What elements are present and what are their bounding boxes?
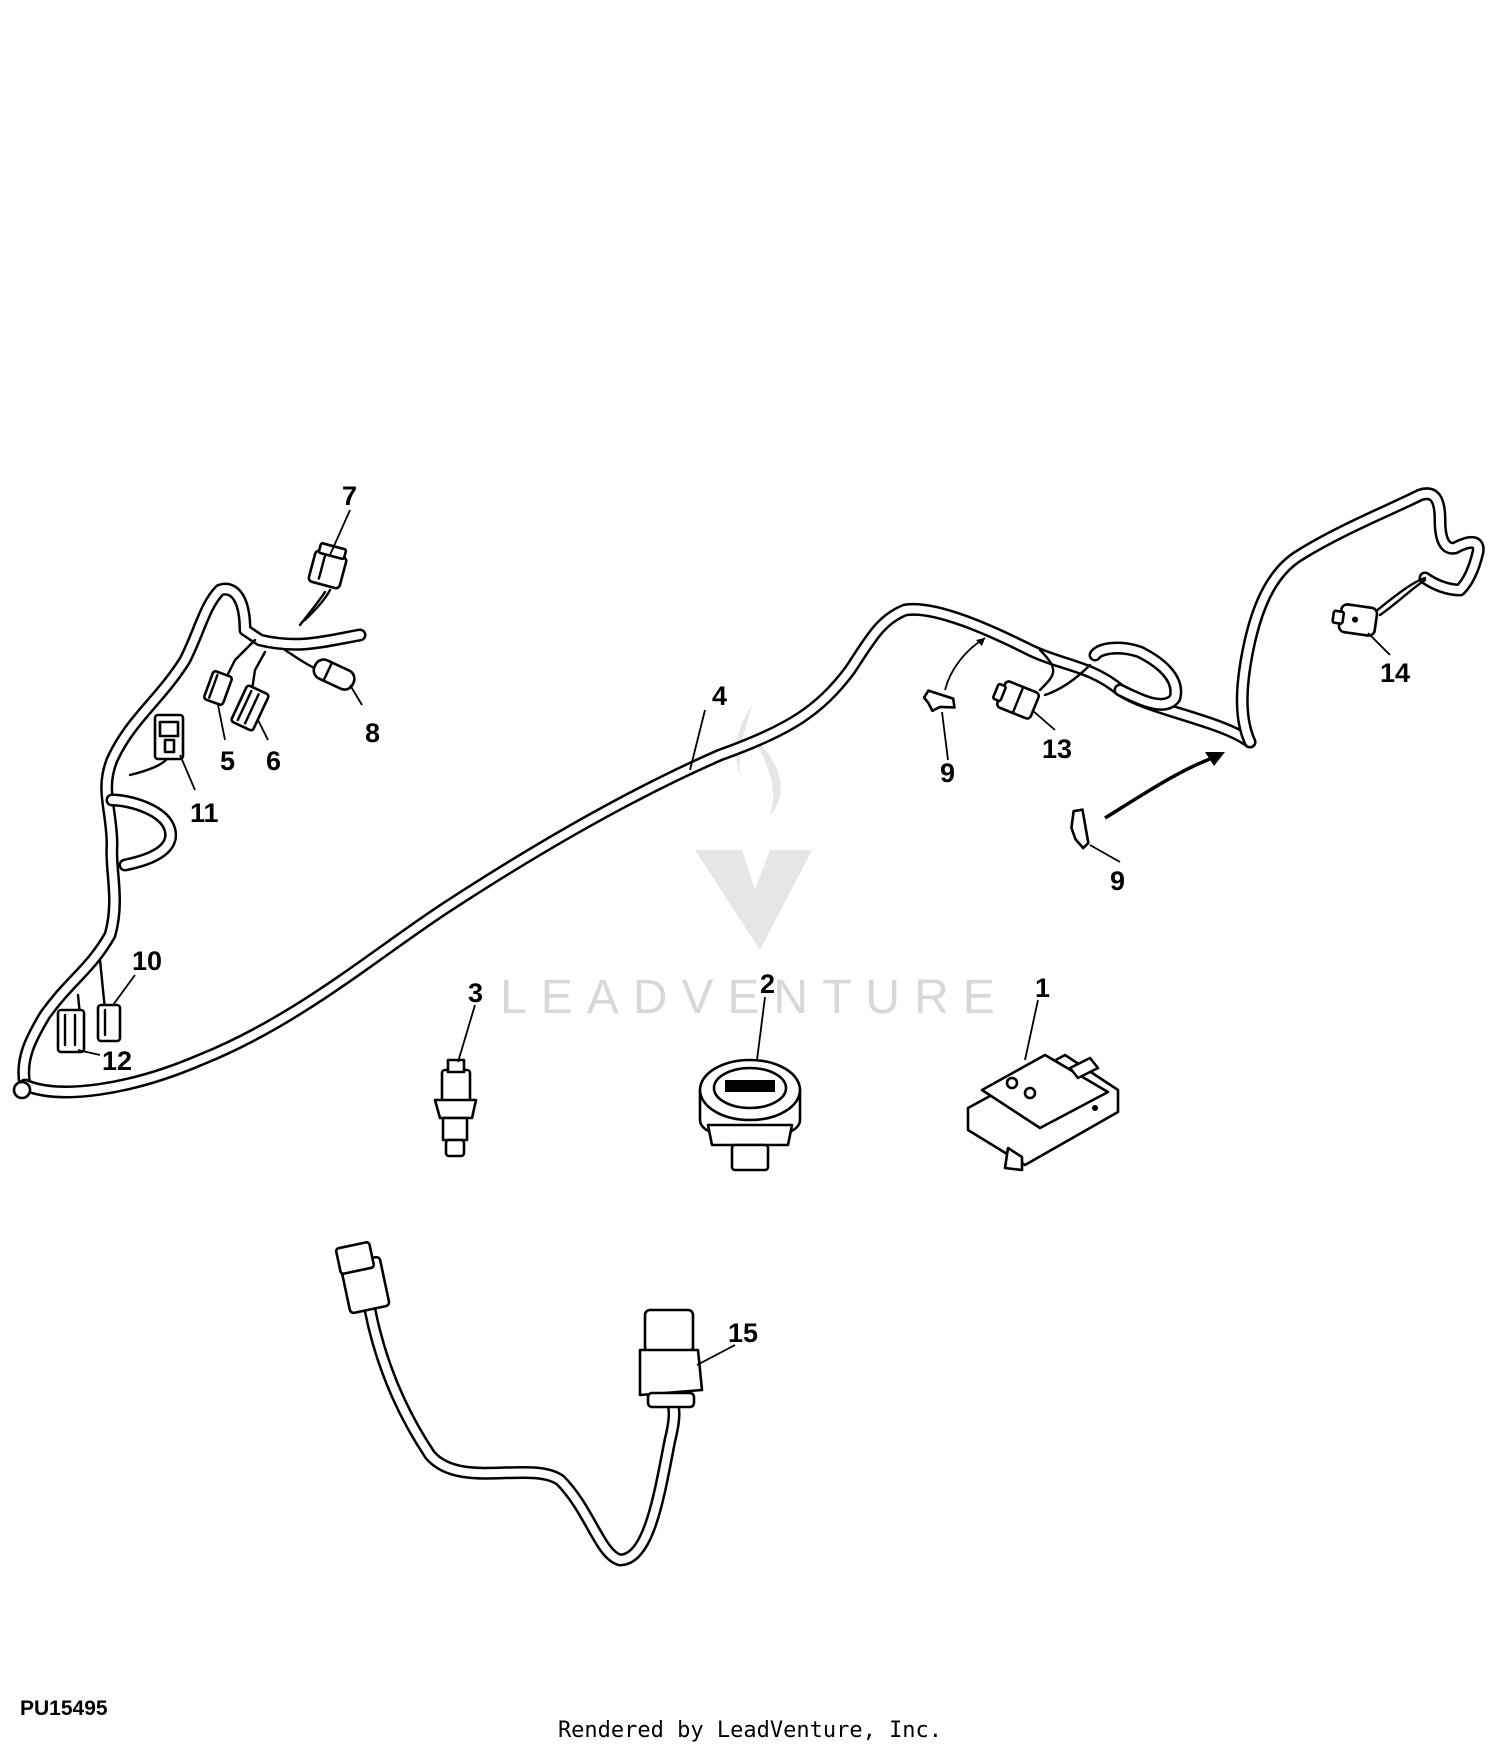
clip-9-upper [922,689,956,713]
part-3-temperature-sensor [433,1058,478,1158]
callout-7: 7 [342,481,357,511]
part-1-control-module [966,1053,1120,1172]
callout-1: 1 [1035,973,1050,1003]
connector-13 [992,680,1041,720]
callout-8: 8 [365,718,380,748]
callout-14: 14 [1380,658,1410,688]
callout-3: 3 [468,978,483,1008]
main-wiring-harness [12,487,1485,1100]
callout-9-upper: 9 [940,758,955,788]
callout-2: 2 [760,969,775,999]
leader-lines [77,509,1391,1366]
connector-5 [203,670,233,706]
callout-9-lower: 9 [1110,866,1125,896]
connector-8 [312,658,356,691]
callout-13: 13 [1042,734,1072,764]
connector-10 [96,1003,122,1043]
callout-15: 15 [728,1318,758,1348]
branch-wires [76,576,1427,1032]
clip-9-lower-arrow [1104,755,1216,820]
connector-7 [307,542,348,590]
part-2-round-gauge [698,1058,802,1172]
callout-11: 11 [190,798,219,828]
watermark-text: LEADVENTURE [500,971,1009,1024]
clip-9-upper-arrow [944,637,986,691]
clip-9-lower [1070,808,1090,850]
connector-6 [230,684,270,732]
connector-12 [56,1008,86,1054]
connector-14 [1331,603,1379,637]
callout-4: 4 [712,681,727,711]
callout-10: 10 [132,946,162,976]
figure-id: PU15495 [20,1697,108,1720]
callout-6: 6 [266,746,281,776]
callout-12: 12 [102,1046,132,1076]
connector-11 [153,713,185,761]
part-15-pressure-sensor [334,1241,704,1567]
callout-5: 5 [220,746,235,776]
footer-credit: Rendered by LeadVenture, Inc. [557,1718,943,1743]
